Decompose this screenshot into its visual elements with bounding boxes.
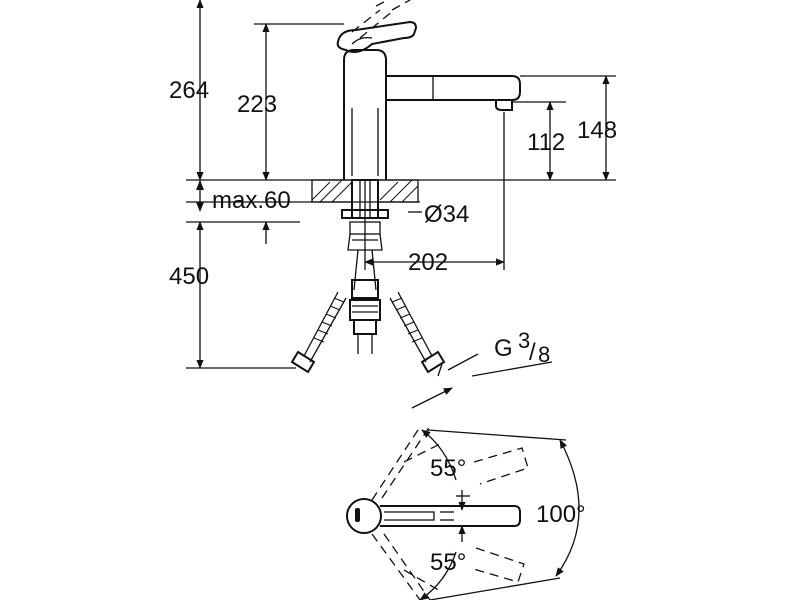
connection-hoses [290,249,446,374]
label-spout-outlet-height: 148 [577,117,617,144]
label-spout-reach: 202 [408,249,448,276]
swivel-positions [371,425,529,600]
swivel-angle-arcs [419,429,580,600]
thread-size-label: G 3 / 8 [494,328,550,367]
label-aerator-height: 112 [527,129,565,156]
label-swivel-left: 55° [430,455,466,482]
dimension-lines [186,0,616,409]
svg-text:/: / [529,339,536,366]
thread-denominator: 8 [538,342,550,367]
thread-numerator: 3 [518,328,530,353]
label-spout-top-height: 223 [237,91,277,118]
label-hole-diameter: Ø34 [424,201,469,228]
label-max-deck-thickness: max.60 [212,187,291,214]
lever-handle [336,0,418,53]
label-total-height: 264 [169,77,209,104]
label-swivel-total: 100° [536,501,586,528]
thread-letter: G [494,335,513,362]
label-hose-length: 450 [169,263,209,290]
top-view [346,490,521,542]
label-swivel-right: 55° [430,549,466,576]
faucet-body [343,49,521,180]
